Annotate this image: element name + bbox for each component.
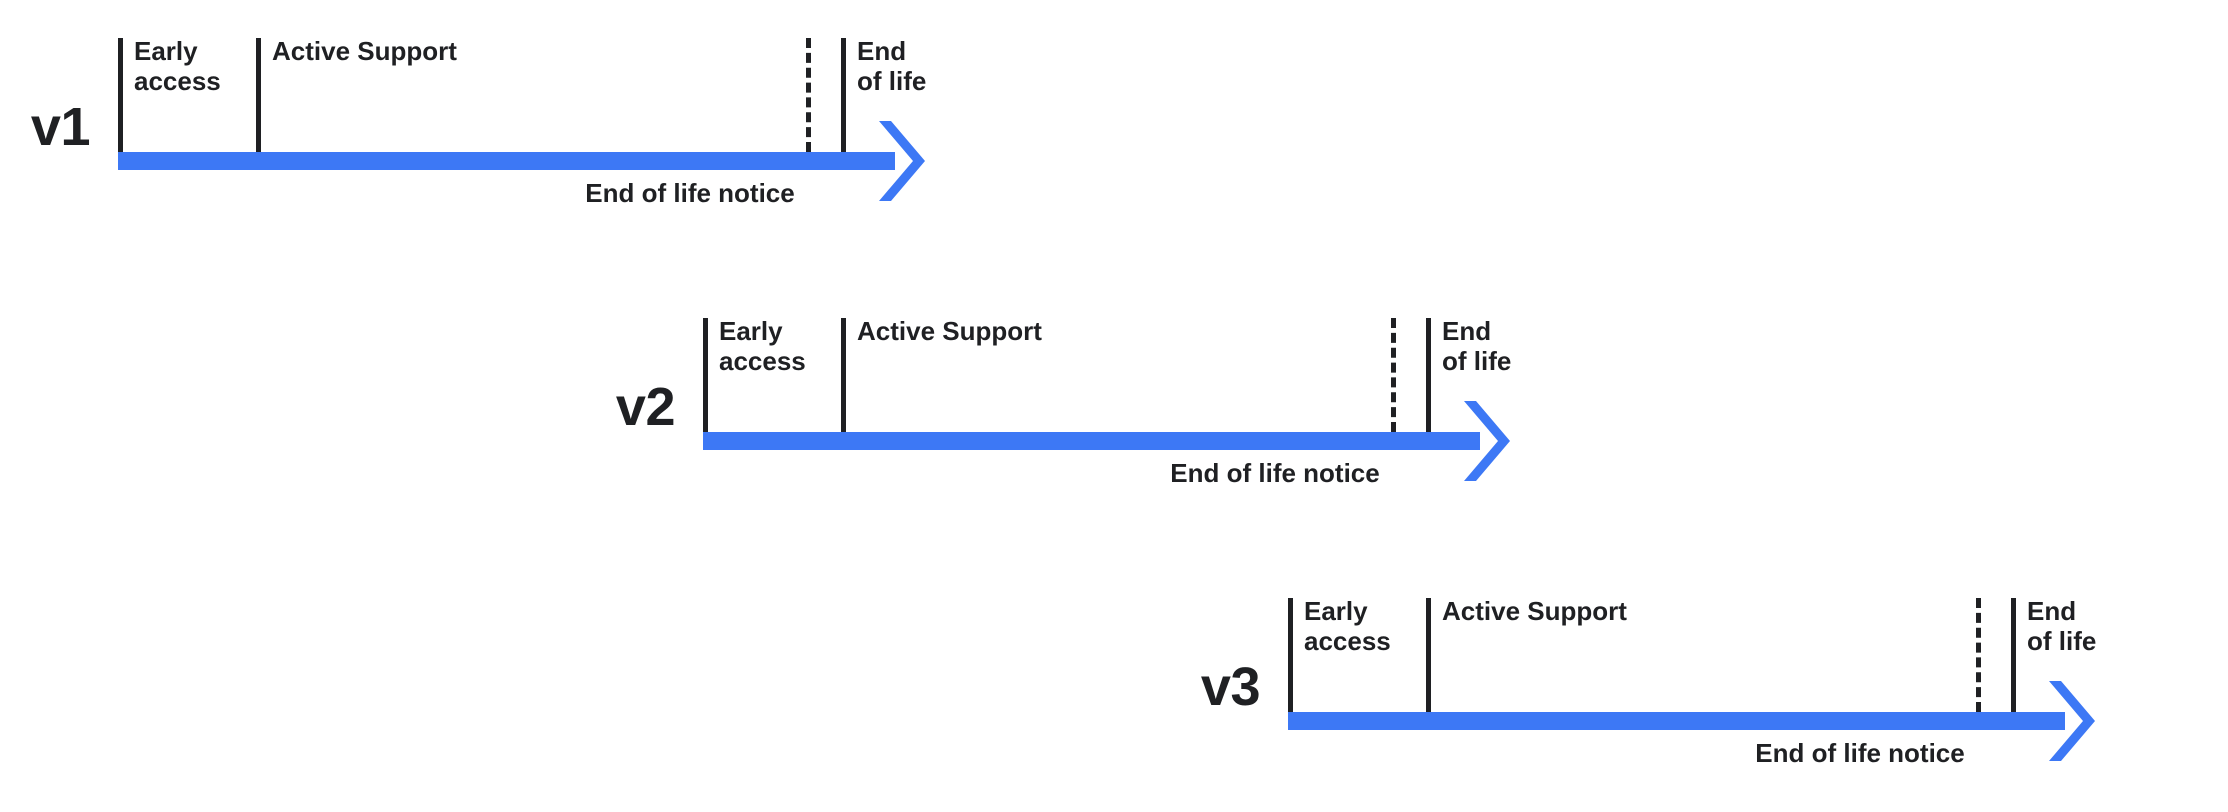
phase-label-early-access: Early access bbox=[134, 36, 221, 97]
phase-label-early-access: Early access bbox=[1304, 596, 1391, 657]
timeline-bar bbox=[118, 152, 873, 170]
timeline-arrow-icon bbox=[2043, 681, 2105, 761]
divider-start bbox=[703, 318, 708, 432]
end-of-life-notice-label: End of life notice bbox=[1170, 458, 1380, 488]
divider-eol-notice bbox=[806, 38, 811, 152]
phase-label-active-support: Active Support bbox=[1442, 596, 1627, 626]
divider-eol-notice bbox=[1976, 598, 1981, 712]
version-label-v1: v1 bbox=[30, 97, 91, 157]
phase-label-end-of-life: End of life bbox=[2027, 596, 2097, 657]
timeline-bar bbox=[703, 432, 1458, 450]
phase-label-active-support: Active Support bbox=[857, 316, 1042, 346]
divider-start bbox=[1288, 598, 1293, 712]
phase-label-end-of-life: End of life bbox=[1442, 316, 1512, 377]
divider-early-access-end bbox=[841, 318, 846, 432]
divider-end-of-life bbox=[2011, 598, 2016, 712]
divider-end-of-life bbox=[1426, 318, 1431, 432]
divider-early-access-end bbox=[256, 38, 261, 152]
phase-label-end-of-life: End of life bbox=[857, 36, 927, 97]
divider-early-access-end bbox=[1426, 598, 1431, 712]
end-of-life-notice-label: End of life notice bbox=[1755, 738, 1965, 768]
divider-eol-notice bbox=[1391, 318, 1396, 432]
timeline-arrow-icon bbox=[1458, 401, 1520, 481]
phase-label-active-support: Active Support bbox=[272, 36, 457, 66]
timeline-bar bbox=[1288, 712, 2043, 730]
version-label-v2: v2 bbox=[615, 377, 676, 437]
timeline-arrow-icon bbox=[873, 121, 935, 201]
end-of-life-notice-label: End of life notice bbox=[585, 178, 795, 208]
version-label-v3: v3 bbox=[1200, 657, 1261, 717]
divider-end-of-life bbox=[841, 38, 846, 152]
divider-start bbox=[118, 38, 123, 152]
phase-label-early-access: Early access bbox=[719, 316, 806, 377]
